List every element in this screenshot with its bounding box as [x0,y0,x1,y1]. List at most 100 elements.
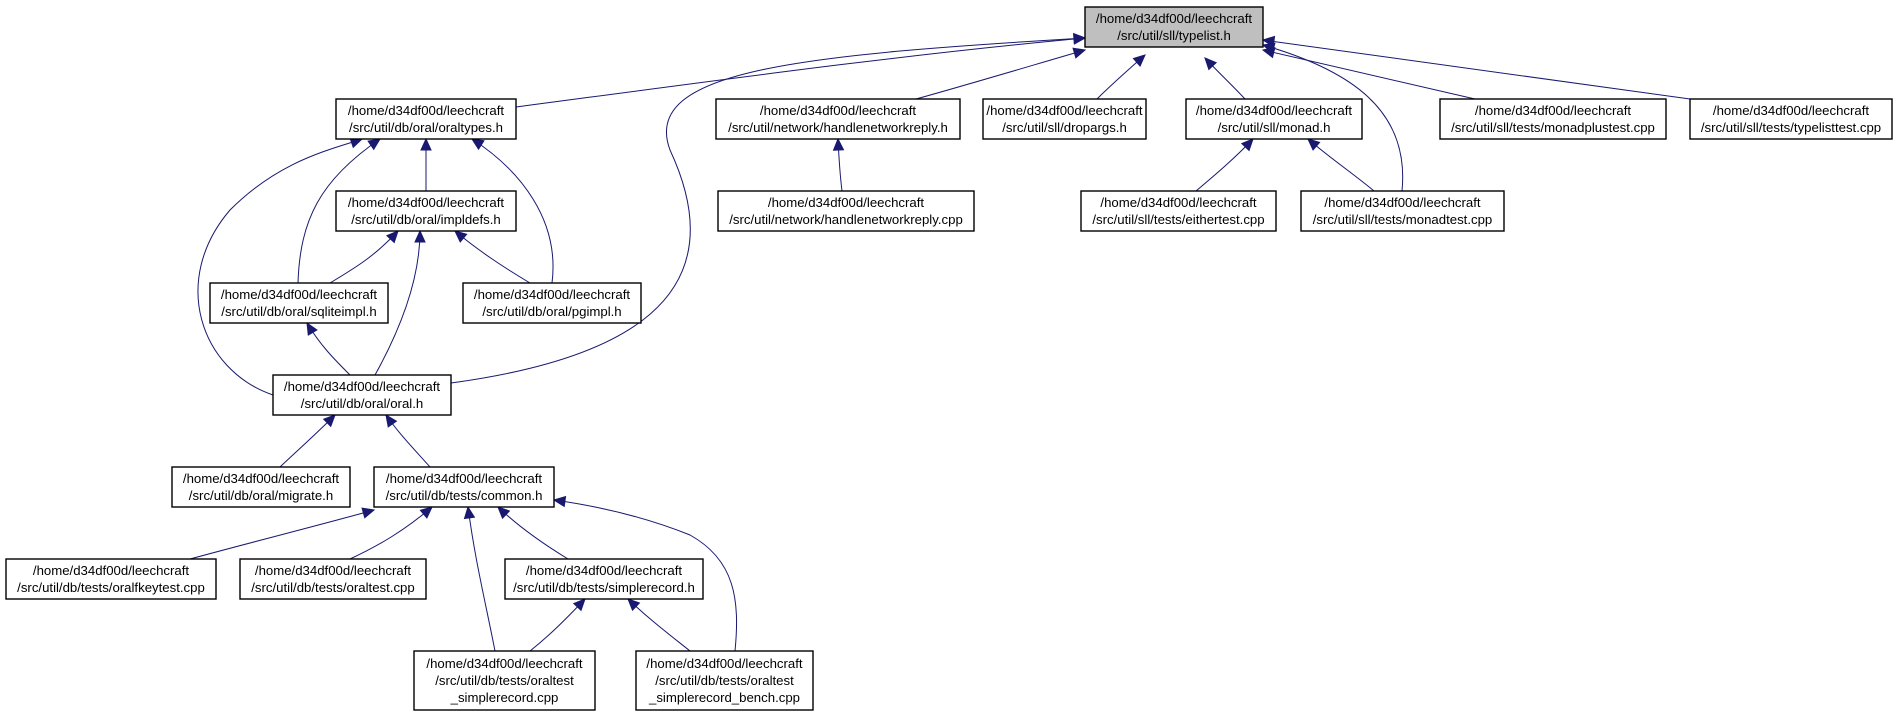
node-box [1439,98,1667,140]
node-sqliteimpl[interactable]: /home/d34df00d/leechcraft/src/util/db/or… [209,282,389,324]
edge-line [1262,39,1691,100]
node-label-line: /home/d34df00d/leechcraft [474,287,630,302]
edge-sqliteimpl-to-impldefs [329,230,399,284]
node-label-line: /src/util/db/tests/common.h [386,488,543,503]
node-box [209,282,389,324]
node-label-line: _simplerecord_bench.cpp [648,690,800,705]
node-label-line: /home/d34df00d/leechcraft [255,563,411,578]
node-label-line: /src/util/sll/monad.h [1218,120,1331,135]
edge-arrowhead [572,598,586,612]
edge-handlereply_h-to-typelist [915,47,1087,100]
edge-arrowhead [367,138,381,151]
node-label-line: /home/d34df00d/leechcraft [386,471,542,486]
node-label-line: /src/util/db/oral/migrate.h [189,488,333,503]
edge-arrowhead [470,138,485,151]
edge-arrowhead [1307,138,1321,151]
edge-typelisttest-to-typelist [1261,35,1691,100]
edge-line [627,598,691,652]
node-label-line: /src/util/sll/tests/eithertest.cpp [1092,212,1264,227]
edge-line [297,138,381,284]
edge-monad-to-typelist [1204,57,1246,100]
edge-oral-to-impldefs [374,229,426,376]
node-label-line: /home/d34df00d/leechcraft [1196,103,1352,118]
edge-simplerecord-to-common [497,506,569,560]
node-dropargs[interactable]: /home/d34df00d/leechcraft/src/util/sll/d… [982,98,1147,140]
node-pgimpl[interactable]: /home/d34df00d/leechcraft/src/util/db/or… [462,282,642,324]
edge-line [329,230,399,284]
node-migrate[interactable]: /home/d34df00d/leechcraft/src/util/db/or… [171,466,351,508]
node-box [373,466,555,508]
node-label-line: /home/d34df00d/leechcraft [183,471,339,486]
node-typelisttest[interactable]: /home/d34df00d/leechcraft/src/util/sll/t… [1689,98,1893,140]
edge-oral-to-oraltypes [197,137,364,396]
edge-oral-to-sqliteimpl [306,321,351,376]
edge-arrowhead [385,414,398,428]
edge-arrowhead [463,505,476,520]
node-label-line: /src/util/db/oral/impldefs.h [351,212,501,227]
node-label-line: /src/util/db/oral/sqliteimpl.h [221,304,376,319]
node-label-line: /src/util/db/tests/oraltest [435,673,574,688]
node-label-line: /home/d34df00d/leechcraft [760,103,916,118]
node-handlereply_h[interactable]: /home/d34df00d/leechcraft/src/util/netwo… [715,98,961,140]
node-typelist[interactable]: /home/d34df00d/leechcraft/src/util/sll/t… [1084,6,1264,48]
node-label-line: /src/util/sll/tests/typelisttest.cpp [1701,120,1881,135]
node-label-line: /home/d34df00d/leechcraft [1100,195,1256,210]
edge-oraltest_srb-to-simplerecord [627,598,691,652]
node-box [717,190,975,232]
edge-line [915,49,1086,100]
node-oral[interactable]: /home/d34df00d/leechcraft/src/util/db/or… [272,374,452,416]
node-box [462,282,642,324]
node-label-line: /src/util/db/tests/oraltest.cpp [251,580,414,595]
node-label-line: /home/d34df00d/leechcraft [768,195,924,210]
edge-oraltest_srb-to-common [552,495,738,652]
node-label-line: /src/util/network/handlenetworkreply.h [728,120,948,135]
node-monadtest[interactable]: /home/d34df00d/leechcraft/src/util/sll/t… [1300,190,1505,232]
edge-arrowhead [322,414,336,428]
node-label-line: /src/util/network/handlenetworkreply.cpp [729,212,963,227]
node-box [335,98,517,140]
edge-migrate-to-oral [279,414,336,468]
edge-arrowhead [1072,47,1087,59]
edge-oraltypes-to-typelist [515,33,1087,108]
edge-arrowhead [385,230,399,244]
node-oraltypes[interactable]: /home/d34df00d/leechcraft/src/util/db/or… [335,98,517,140]
nodes-layer: /home/d34df00d/leechcraft/src/util/sll/t… [5,6,1893,711]
node-simplerecord[interactable]: /home/d34df00d/leechcraft/src/util/db/te… [504,558,704,600]
edge-monadtest-to-monad [1307,138,1375,192]
edge-line [374,230,421,376]
edge-arrowhead [1073,32,1087,45]
node-eithertest[interactable]: /home/d34df00d/leechcraft/src/util/sll/t… [1080,190,1277,232]
node-label-line: /home/d34df00d/leechcraft [426,656,582,671]
node-oraltest_sr[interactable]: /home/d34df00d/leechcraft/src/util/db/te… [413,650,596,711]
node-box [1185,98,1363,140]
node-label-line: /src/util/sll/tests/monadtest.cpp [1313,212,1493,227]
node-common[interactable]: /home/d34df00d/leechcraft/src/util/db/te… [373,466,555,508]
node-box [5,558,217,600]
edge-arrowhead [454,230,468,243]
node-box [982,98,1147,140]
edge-arrowhead [552,495,567,508]
edge-arrowhead [1204,57,1218,71]
node-oraltest_srb[interactable]: /home/d34df00d/leechcraft/src/util/db/te… [635,650,814,711]
node-label-line: _simplerecord.cpp [450,690,559,705]
node-handlereply_cpp[interactable]: /home/d34df00d/leechcraft/src/util/netwo… [717,190,975,232]
node-box [1689,98,1893,140]
edge-line [1262,44,1404,192]
node-label-line: /home/d34df00d/leechcraft [646,656,802,671]
node-monadplustest[interactable]: /home/d34df00d/leechcraft/src/util/sll/t… [1439,98,1667,140]
edge-line [454,230,531,284]
node-label-line: /src/util/sll/dropargs.h [1002,120,1127,135]
node-box [239,558,427,600]
node-monad[interactable]: /home/d34df00d/leechcraft/src/util/sll/m… [1185,98,1363,140]
node-box [171,466,351,508]
node-box [715,98,961,140]
node-label-line: /src/util/db/oral/pgimpl.h [482,304,621,319]
node-oraltest[interactable]: /home/d34df00d/leechcraft/src/util/db/te… [239,558,427,600]
node-impldefs[interactable]: /home/d34df00d/leechcraft/src/util/db/or… [335,190,517,232]
node-label-line: /home/d34df00d/leechcraft [986,103,1142,118]
edge-oraltest_sr-to-simplerecord [529,598,586,652]
node-oralfkeytest[interactable]: /home/d34df00d/leechcraft/src/util/db/te… [5,558,217,600]
edge-arrowhead [361,507,376,519]
edge-arrowhead [627,598,641,612]
